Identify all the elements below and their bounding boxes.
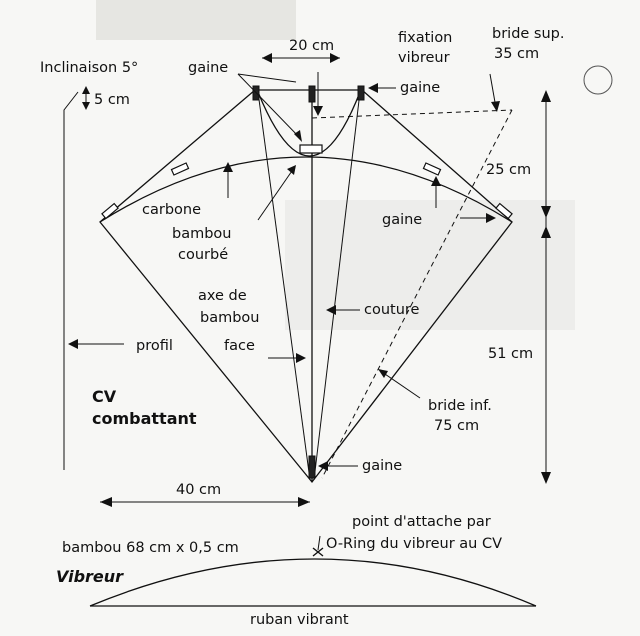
label-51cm: 51 cm — [488, 346, 533, 362]
attach-pointer — [317, 535, 321, 551]
label-ruban: ruban vibrant — [250, 612, 349, 628]
label-couture: couture — [364, 302, 420, 318]
label-fixation-2: vibreur — [398, 50, 450, 66]
arrow-head-icon — [100, 497, 112, 507]
arrow-head-icon — [541, 226, 551, 238]
vibreur-arc — [89, 558, 537, 607]
label-40cm: 40 cm — [176, 482, 221, 498]
arrow-head-icon — [486, 213, 496, 223]
label-axe-1: axe de — [198, 288, 247, 304]
arrow-head-icon — [82, 86, 90, 94]
arrow-head-icon — [262, 53, 272, 63]
sleeve-tip-right — [495, 202, 513, 220]
gaine-pointer — [237, 73, 301, 139]
arrow-head-icon — [318, 461, 328, 471]
label-bambou-courbe-1: bambou — [172, 226, 231, 242]
arrow-head-icon — [330, 53, 340, 63]
sleeve-top-right — [357, 85, 365, 101]
label-bride-sup-2: 35 cm — [494, 46, 539, 62]
bambou-pointer — [257, 167, 295, 221]
label-20cm: 20 cm — [289, 38, 334, 54]
arrow-head-icon — [223, 162, 233, 172]
sleeve-top-center — [308, 85, 316, 103]
label-carbone: carbone — [142, 202, 201, 218]
bridle-lower — [321, 109, 513, 479]
arrow-head-icon — [491, 101, 500, 112]
label-point-attache-2: O-Ring du vibreur au CV — [326, 536, 502, 552]
fold-line-left — [257, 91, 311, 481]
label-face: face — [224, 338, 255, 354]
label-axe-2: bambou — [200, 310, 259, 326]
label-gaine-top-right: gaine — [400, 80, 440, 96]
arrow-head-icon — [313, 106, 323, 116]
fold-line-right — [313, 91, 361, 481]
arrow-head-icon — [287, 165, 296, 175]
o-ring-icon — [312, 547, 324, 557]
label-bride-inf-2: 75 cm — [434, 418, 479, 434]
label-bambou-size: bambou 68 cm x 0,5 cm — [62, 540, 239, 556]
arrow-head-icon — [378, 369, 388, 378]
curved-bamboo — [257, 91, 361, 157]
label-gaine-bottom: gaine — [362, 458, 402, 474]
arrow-head-icon — [326, 305, 336, 315]
label-5cm: 5 cm — [94, 92, 130, 108]
punch-hole-icon — [583, 65, 613, 95]
bridle-upper — [311, 109, 513, 119]
label-gaine-right: gaine — [382, 212, 422, 228]
gaine-pointer — [237, 73, 297, 83]
sleeve-carbon-left — [170, 162, 190, 176]
profile-line — [63, 91, 79, 470]
sleeve-bottom — [308, 455, 316, 479]
label-bambou-courbe-2: courbé — [178, 247, 228, 263]
arrow-head-icon — [541, 472, 551, 484]
arrow-head-icon — [82, 102, 90, 110]
bride-inf-pointer — [381, 371, 421, 399]
arrow-head-icon — [296, 353, 306, 363]
label-profil: profil — [136, 338, 173, 354]
bg-ghost-top — [96, 0, 296, 40]
label-fixation-1: fixation — [398, 30, 452, 46]
label-bride-sup-1: bride sup. — [492, 26, 565, 42]
arrow-head-icon — [368, 83, 378, 93]
label-inclinaison: Inclinaison 5° — [40, 60, 138, 76]
label-bride-inf-1: bride inf. — [428, 398, 492, 414]
arrow-head-icon — [541, 206, 551, 218]
label-25cm: 25 cm — [486, 162, 531, 178]
arrow-head-icon — [294, 130, 302, 142]
vibrator-fixation — [299, 144, 323, 154]
label-vibreur: Vibreur — [56, 567, 124, 586]
label-cv: CV — [92, 387, 117, 406]
arrow-head-icon — [541, 90, 551, 102]
arrow-head-icon — [298, 497, 310, 507]
arrow-head-icon — [431, 176, 441, 186]
sleeve-tip-left — [101, 202, 119, 220]
sleeve-carbon-right — [422, 162, 442, 176]
label-combattant: combattant — [92, 409, 197, 428]
label-point-attache-1: point d'attache par — [352, 514, 491, 530]
arrow-head-icon — [68, 339, 78, 349]
label-gaine-top-left: gaine — [188, 60, 228, 76]
carbon-arc — [99, 156, 513, 223]
